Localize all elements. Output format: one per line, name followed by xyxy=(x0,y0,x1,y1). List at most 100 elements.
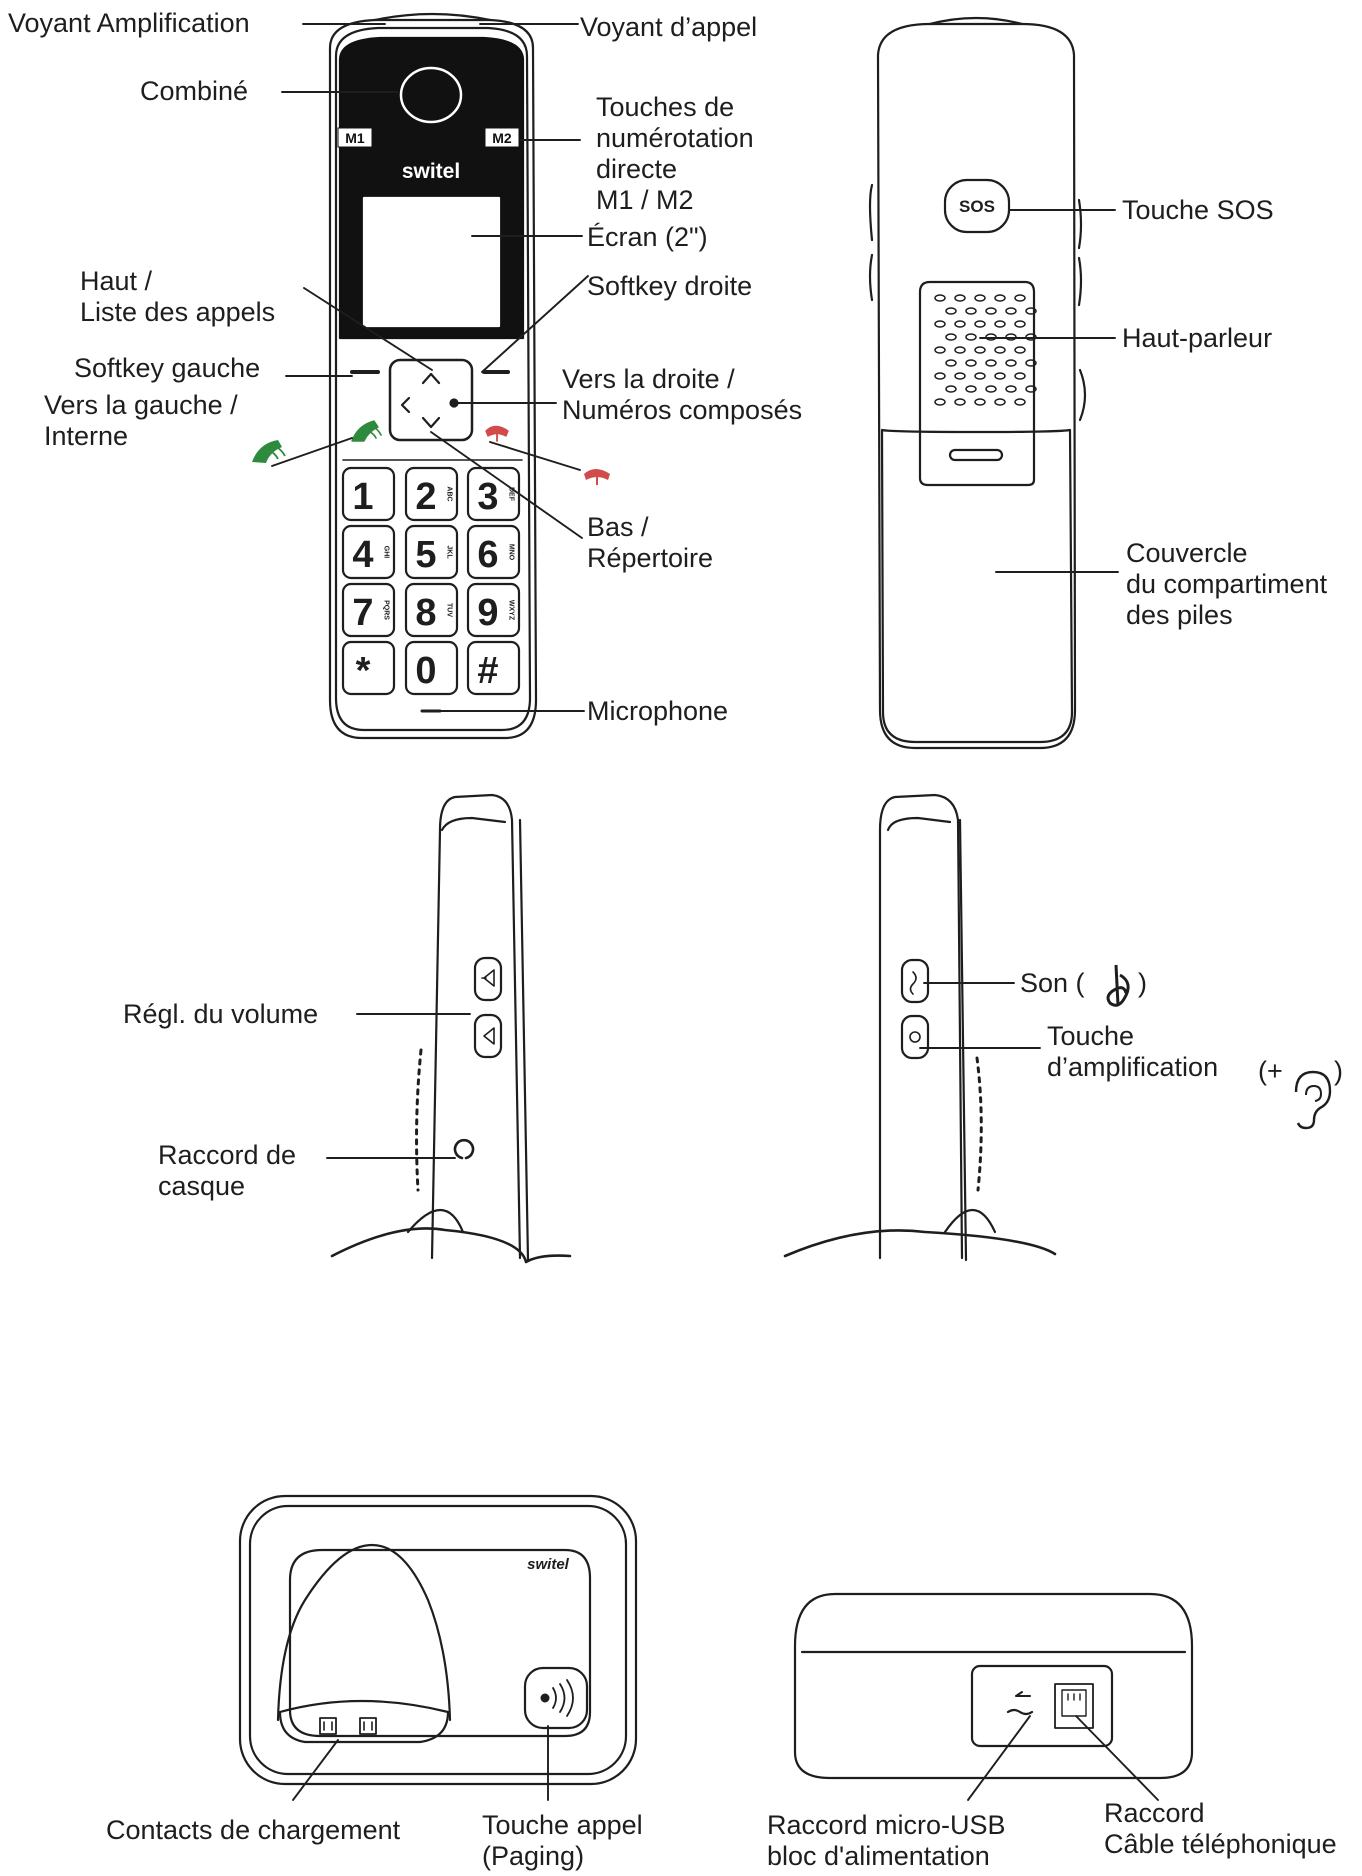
speaker-hole xyxy=(1025,359,1037,367)
label-bas-repertoire: Bas / Répertoire xyxy=(587,512,713,574)
speaker-hole xyxy=(1014,320,1026,328)
leader-lines xyxy=(271,23,1159,1801)
label-line: Interne xyxy=(44,421,129,451)
key-letters: JKL xyxy=(446,545,453,559)
speaker-hole xyxy=(954,372,966,380)
label-vers-gauche: Vers la gauche / Interne xyxy=(44,390,238,452)
earpiece xyxy=(399,66,463,124)
label-amp-close: ) xyxy=(1334,1056,1343,1086)
key-letters: GHI xyxy=(383,546,390,559)
green-handset-icon xyxy=(252,440,286,463)
sos-key xyxy=(943,178,1011,234)
speaker-hole xyxy=(1025,307,1037,315)
end-button-icon xyxy=(485,425,509,437)
key-digit: 3 xyxy=(477,476,498,518)
label-line: Raccord de xyxy=(158,1140,297,1170)
speaker-hole xyxy=(934,398,946,406)
label-line: Touches de xyxy=(596,92,735,122)
handset-back xyxy=(868,16,1087,750)
speaker-hole xyxy=(934,294,946,302)
label-line: Couvercle xyxy=(1126,538,1248,568)
speaker-hole xyxy=(994,346,1006,354)
label-line: Touche appel xyxy=(482,1810,643,1840)
key-letters: PQRS xyxy=(383,600,390,620)
speaker-hole xyxy=(954,398,966,406)
speaker-hole xyxy=(934,320,946,328)
speaker-hole xyxy=(934,372,946,380)
handset-right-side xyxy=(783,793,1057,1262)
speaker-hole xyxy=(1025,385,1037,393)
speaker-hole xyxy=(934,346,946,354)
speaker-hole xyxy=(974,346,986,354)
screen xyxy=(362,196,501,328)
key-digit: 8 xyxy=(415,592,436,634)
label-line: d’amplification xyxy=(1047,1052,1219,1082)
label-combine: Combiné xyxy=(140,76,249,106)
speaker-hole xyxy=(985,307,997,315)
label-line: Liste des appels xyxy=(80,297,276,327)
speaker-hole xyxy=(1014,346,1026,354)
handset-left-side xyxy=(330,793,572,1264)
key-letters: DEF xyxy=(508,487,515,502)
speaker-hole xyxy=(985,385,997,393)
key-digit: 5 xyxy=(415,534,436,576)
key-digit: 9 xyxy=(477,592,498,634)
ear-plus-icon xyxy=(1294,1070,1332,1130)
label-line: directe xyxy=(596,154,678,184)
label-raccord-cable: Raccord Câble téléphonique xyxy=(1104,1798,1337,1860)
label-microphone: Microphone xyxy=(587,696,729,726)
nav-pad xyxy=(388,358,474,442)
label-vers-droite: Vers la droite / Numéros composés xyxy=(562,364,802,426)
music-note-icon xyxy=(1106,964,1130,1007)
label-touche-amplification: Touche d’amplification xyxy=(1047,1021,1218,1083)
cradle-brand: switel xyxy=(527,1556,570,1573)
label-regl-volume: Régl. du volume xyxy=(123,999,319,1029)
label-line: Câble téléphonique xyxy=(1104,1829,1337,1859)
key-digit: 4 xyxy=(352,534,373,576)
label-voyant-amplification: Voyant Amplification xyxy=(8,8,250,38)
label-line: Touche xyxy=(1047,1021,1135,1051)
label-ecran: Écran (2") xyxy=(587,222,708,252)
label-son-close: ) xyxy=(1138,968,1147,998)
key-digit: 2 xyxy=(415,476,436,518)
label-son: Son ( xyxy=(1020,968,1085,998)
speaker-hole xyxy=(954,294,966,302)
label-line: Haut / xyxy=(80,266,153,296)
label-line: Numéros composés xyxy=(562,395,803,425)
label-line: Raccord micro-USB xyxy=(767,1810,1006,1840)
speaker-hole xyxy=(965,333,977,341)
speaker-hole xyxy=(994,294,1006,302)
label-line: Vers la droite / xyxy=(562,364,735,394)
speaker-hole xyxy=(974,398,986,406)
key-letters: ABC xyxy=(446,486,453,501)
label-touche-sos: Touche SOS xyxy=(1122,195,1274,225)
label-line: bloc d'alimentation xyxy=(767,1841,990,1871)
label-line: Raccord xyxy=(1104,1798,1205,1828)
label-line: Répertoire xyxy=(587,543,714,573)
speaker-hole xyxy=(954,320,966,328)
speaker-hole xyxy=(974,294,986,302)
label-softkey-gauche: Softkey gauche xyxy=(74,353,261,383)
speaker-hole xyxy=(974,372,986,380)
label-line: casque xyxy=(158,1171,246,1201)
red-handset-icon xyxy=(584,469,610,485)
speaker-hole xyxy=(1005,307,1017,315)
label-haut-liste: Haut / Liste des appels xyxy=(80,266,275,328)
speaker-hole xyxy=(945,333,957,341)
handset-front xyxy=(328,12,538,740)
speaker-hole xyxy=(985,359,997,367)
label-line: (Paging) xyxy=(482,1841,585,1871)
label-line: Vers la gauche / xyxy=(44,390,238,420)
speaker-hole xyxy=(1005,385,1017,393)
label-amp-open: (+ xyxy=(1258,1056,1283,1086)
key-digit: 7 xyxy=(352,592,373,634)
call-button-icon xyxy=(351,420,379,442)
label-softkey-droite: Softkey droite xyxy=(587,271,753,301)
label-touche-appel: Touche appel (Paging) xyxy=(482,1810,643,1872)
left-base-curve xyxy=(330,1227,572,1264)
label-line: numérotation xyxy=(596,123,754,153)
m1-key-text: M1 xyxy=(345,130,365,146)
label-raccord-micro-usb: Raccord micro-USB bloc d'alimentation xyxy=(767,1810,1006,1872)
speaker-hole xyxy=(994,398,1006,406)
